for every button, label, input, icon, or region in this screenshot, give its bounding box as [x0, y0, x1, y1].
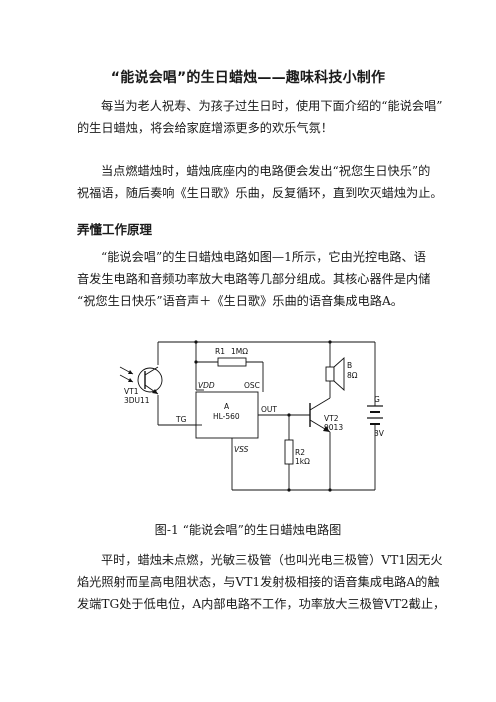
- battery-value-label: 3V: [374, 429, 385, 438]
- intro-line-1: 每当为老人祝寿、为孩子过生日时，使用下面介绍的“能说会唱”: [101, 99, 443, 113]
- principle-paragraph: “能说会唱”的生日蜡烛电路如图—1所示，它由光控电路、语 音发生电路和音频功率放…: [77, 246, 431, 312]
- chip-a-label: A: [224, 402, 230, 411]
- speaker-label: B: [347, 361, 352, 370]
- out-label: OUT: [261, 405, 277, 414]
- r2-resistor-symbol: [284, 439, 294, 465]
- principle-line-3: “祝您生日快乐”语音声＋《生日歌》乐曲的语音集成电路A。: [77, 294, 403, 308]
- principle-line-2: 音发生电路和音频功率放大电路等几部分组成。其核心器件是内储: [77, 272, 431, 286]
- r1-resistor-symbol: [217, 357, 247, 367]
- vt2-transistor-symbol: [309, 397, 331, 433]
- intro-paragraph: 每当为老人祝寿、为孩子过生日时，使用下面介绍的“能说会唱” 的生日蜡烛，将会给家…: [77, 95, 443, 139]
- candle-paragraph: 当点燃蜡烛时，蜡烛底座内的电路便会发出“祝您生日快乐”的 祝福语，随后奏响《生日…: [77, 160, 443, 204]
- chip-a-block: [195, 391, 259, 439]
- osc-label: OSC: [244, 381, 260, 390]
- vt1-model-label: 3DU11: [124, 396, 150, 405]
- vt1-label: VT1: [124, 387, 139, 396]
- battery-g-symbol: [367, 405, 383, 425]
- operation-line-3: 发端TG处于低电位，A内部电路不工作，功率放大三极管VT2截止，: [77, 597, 446, 611]
- battery-label: G: [374, 395, 380, 404]
- operation-line-2: 焰光照射而呈高电阻状态，与VT1发射极相接的语音集成电路A的触: [77, 575, 440, 589]
- tg-label: TG: [175, 415, 187, 424]
- r1-label: R1: [215, 347, 225, 356]
- vt1-phototransistor-symbol: [119, 366, 163, 395]
- operation-paragraph: 平时，蜡烛未点燃，光敏三极管（也叫光电三极管）VT1因无火 焰光照射而呈高电阻状…: [77, 549, 446, 615]
- r1-value-label: 1MΩ: [231, 347, 248, 356]
- circuit-diagram: R1 1MΩ VT1 3DU11 VDD OSC A HL-560 OUT TG…: [119, 340, 385, 492]
- operation-line-1: 平时，蜡烛未点燃，光敏三极管（也叫光电三极管）VT1因无火: [101, 553, 443, 567]
- principle-line-1: “能说会唱”的生日蜡烛电路如图—1所示，它由光控电路、语: [101, 250, 426, 264]
- vss-label: VSS: [234, 445, 249, 454]
- chip-model-label: HL-560: [213, 412, 240, 421]
- r2-label: R2: [295, 448, 305, 457]
- candle-line-2: 祝福语，随后奏响《生日歌》乐曲，反复循环，直到吹灭蜡烛为止。: [77, 186, 443, 200]
- vt2-label: VT2: [324, 414, 339, 423]
- vdd-label: VDD: [198, 381, 215, 390]
- section-heading: 弄懂工作原理: [77, 222, 153, 237]
- candle-line-1: 当点燃蜡烛时，蜡烛底座内的电路便会发出“祝您生日快乐”的: [101, 164, 431, 178]
- intro-line-2: 的生日蜡烛，将会给家庭增添更多的欢乐气氛！: [77, 121, 333, 135]
- r2-value-label: 1kΩ: [295, 457, 310, 466]
- speaker-value-label: 8Ω: [347, 371, 358, 380]
- speaker-b-symbol: [325, 356, 345, 392]
- article-title: “能说会唱”的生日蜡烛——趣味科技小制作: [110, 70, 386, 86]
- figure-caption: 图-1 “能说会唱”的生日蜡烛电路图: [154, 523, 342, 537]
- vt2-model-label: 9013: [324, 423, 343, 432]
